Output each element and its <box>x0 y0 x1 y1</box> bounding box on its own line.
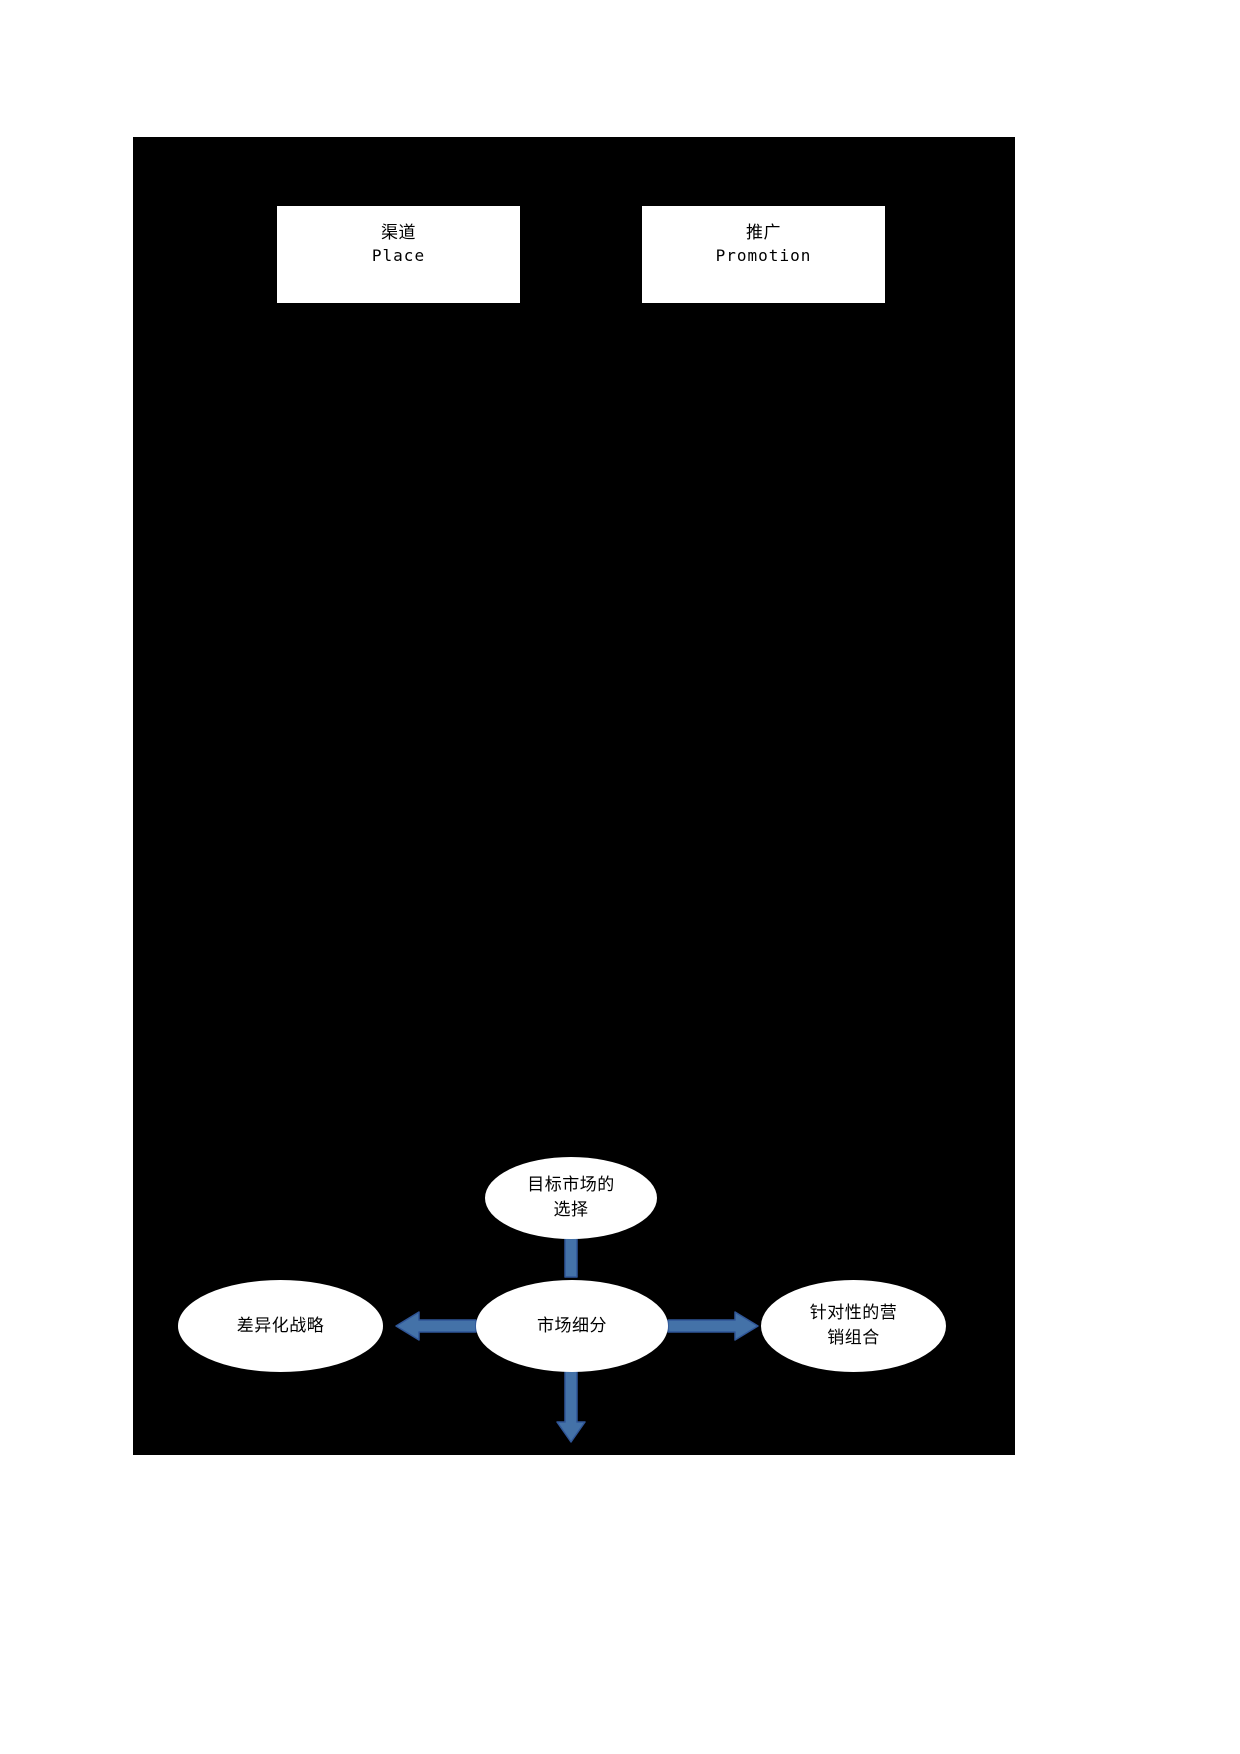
process-box-promotion[interactable]: 推广 Promotion <box>641 205 886 304</box>
ellipse-target-market-text: 目标市场的 选择 <box>527 1173 615 1222</box>
process-box-place-text: 渠道 Place <box>372 222 425 267</box>
process-box-place-label-en: Place <box>371 246 426 266</box>
ellipse-target-market-line2: 选择 <box>553 1200 589 1220</box>
process-box-promotion-label-cn: 推广 <box>745 223 781 244</box>
left-arrow-icon <box>395 1311 477 1341</box>
ellipse-differentiation-text: 差异化战略 <box>237 1314 325 1339</box>
process-box-place-label-cn: 渠道 <box>380 223 416 244</box>
ellipse-marketing-mix-line1: 针对性的营 <box>809 1303 898 1324</box>
right-arrow-icon <box>667 1311 759 1341</box>
process-box-place[interactable]: 渠道 Place <box>276 205 521 304</box>
process-box-promotion-text: 推广 Promotion <box>716 222 812 267</box>
ellipse-segmentation-line1: 市场细分 <box>537 1315 607 1336</box>
ellipse-target-market[interactable]: 目标市场的 选择 <box>485 1157 657 1239</box>
ellipse-marketing-mix[interactable]: 针对性的营 销组合 <box>761 1280 946 1372</box>
arrow-layer <box>395 1216 759 1443</box>
ellipse-differentiation-line1: 差异化战略 <box>236 1315 325 1336</box>
ellipse-differentiation[interactable]: 差异化战略 <box>178 1280 383 1372</box>
diagram-canvas: 渠道 Place 推广 Promotion 目标市场的 选择 <box>133 137 1015 1455</box>
ellipse-marketing-mix-line2: 销组合 <box>827 1328 880 1348</box>
ellipse-target-market-line1: 目标市场的 <box>527 1175 615 1196</box>
ellipse-segmentation-text: 市场细分 <box>537 1314 607 1339</box>
ellipse-segmentation[interactable]: 市场细分 <box>476 1280 668 1372</box>
down-arrow-icon <box>556 1368 586 1443</box>
ellipse-marketing-mix-text: 针对性的营 销组合 <box>810 1301 898 1350</box>
process-box-promotion-label-en: Promotion <box>715 246 812 266</box>
